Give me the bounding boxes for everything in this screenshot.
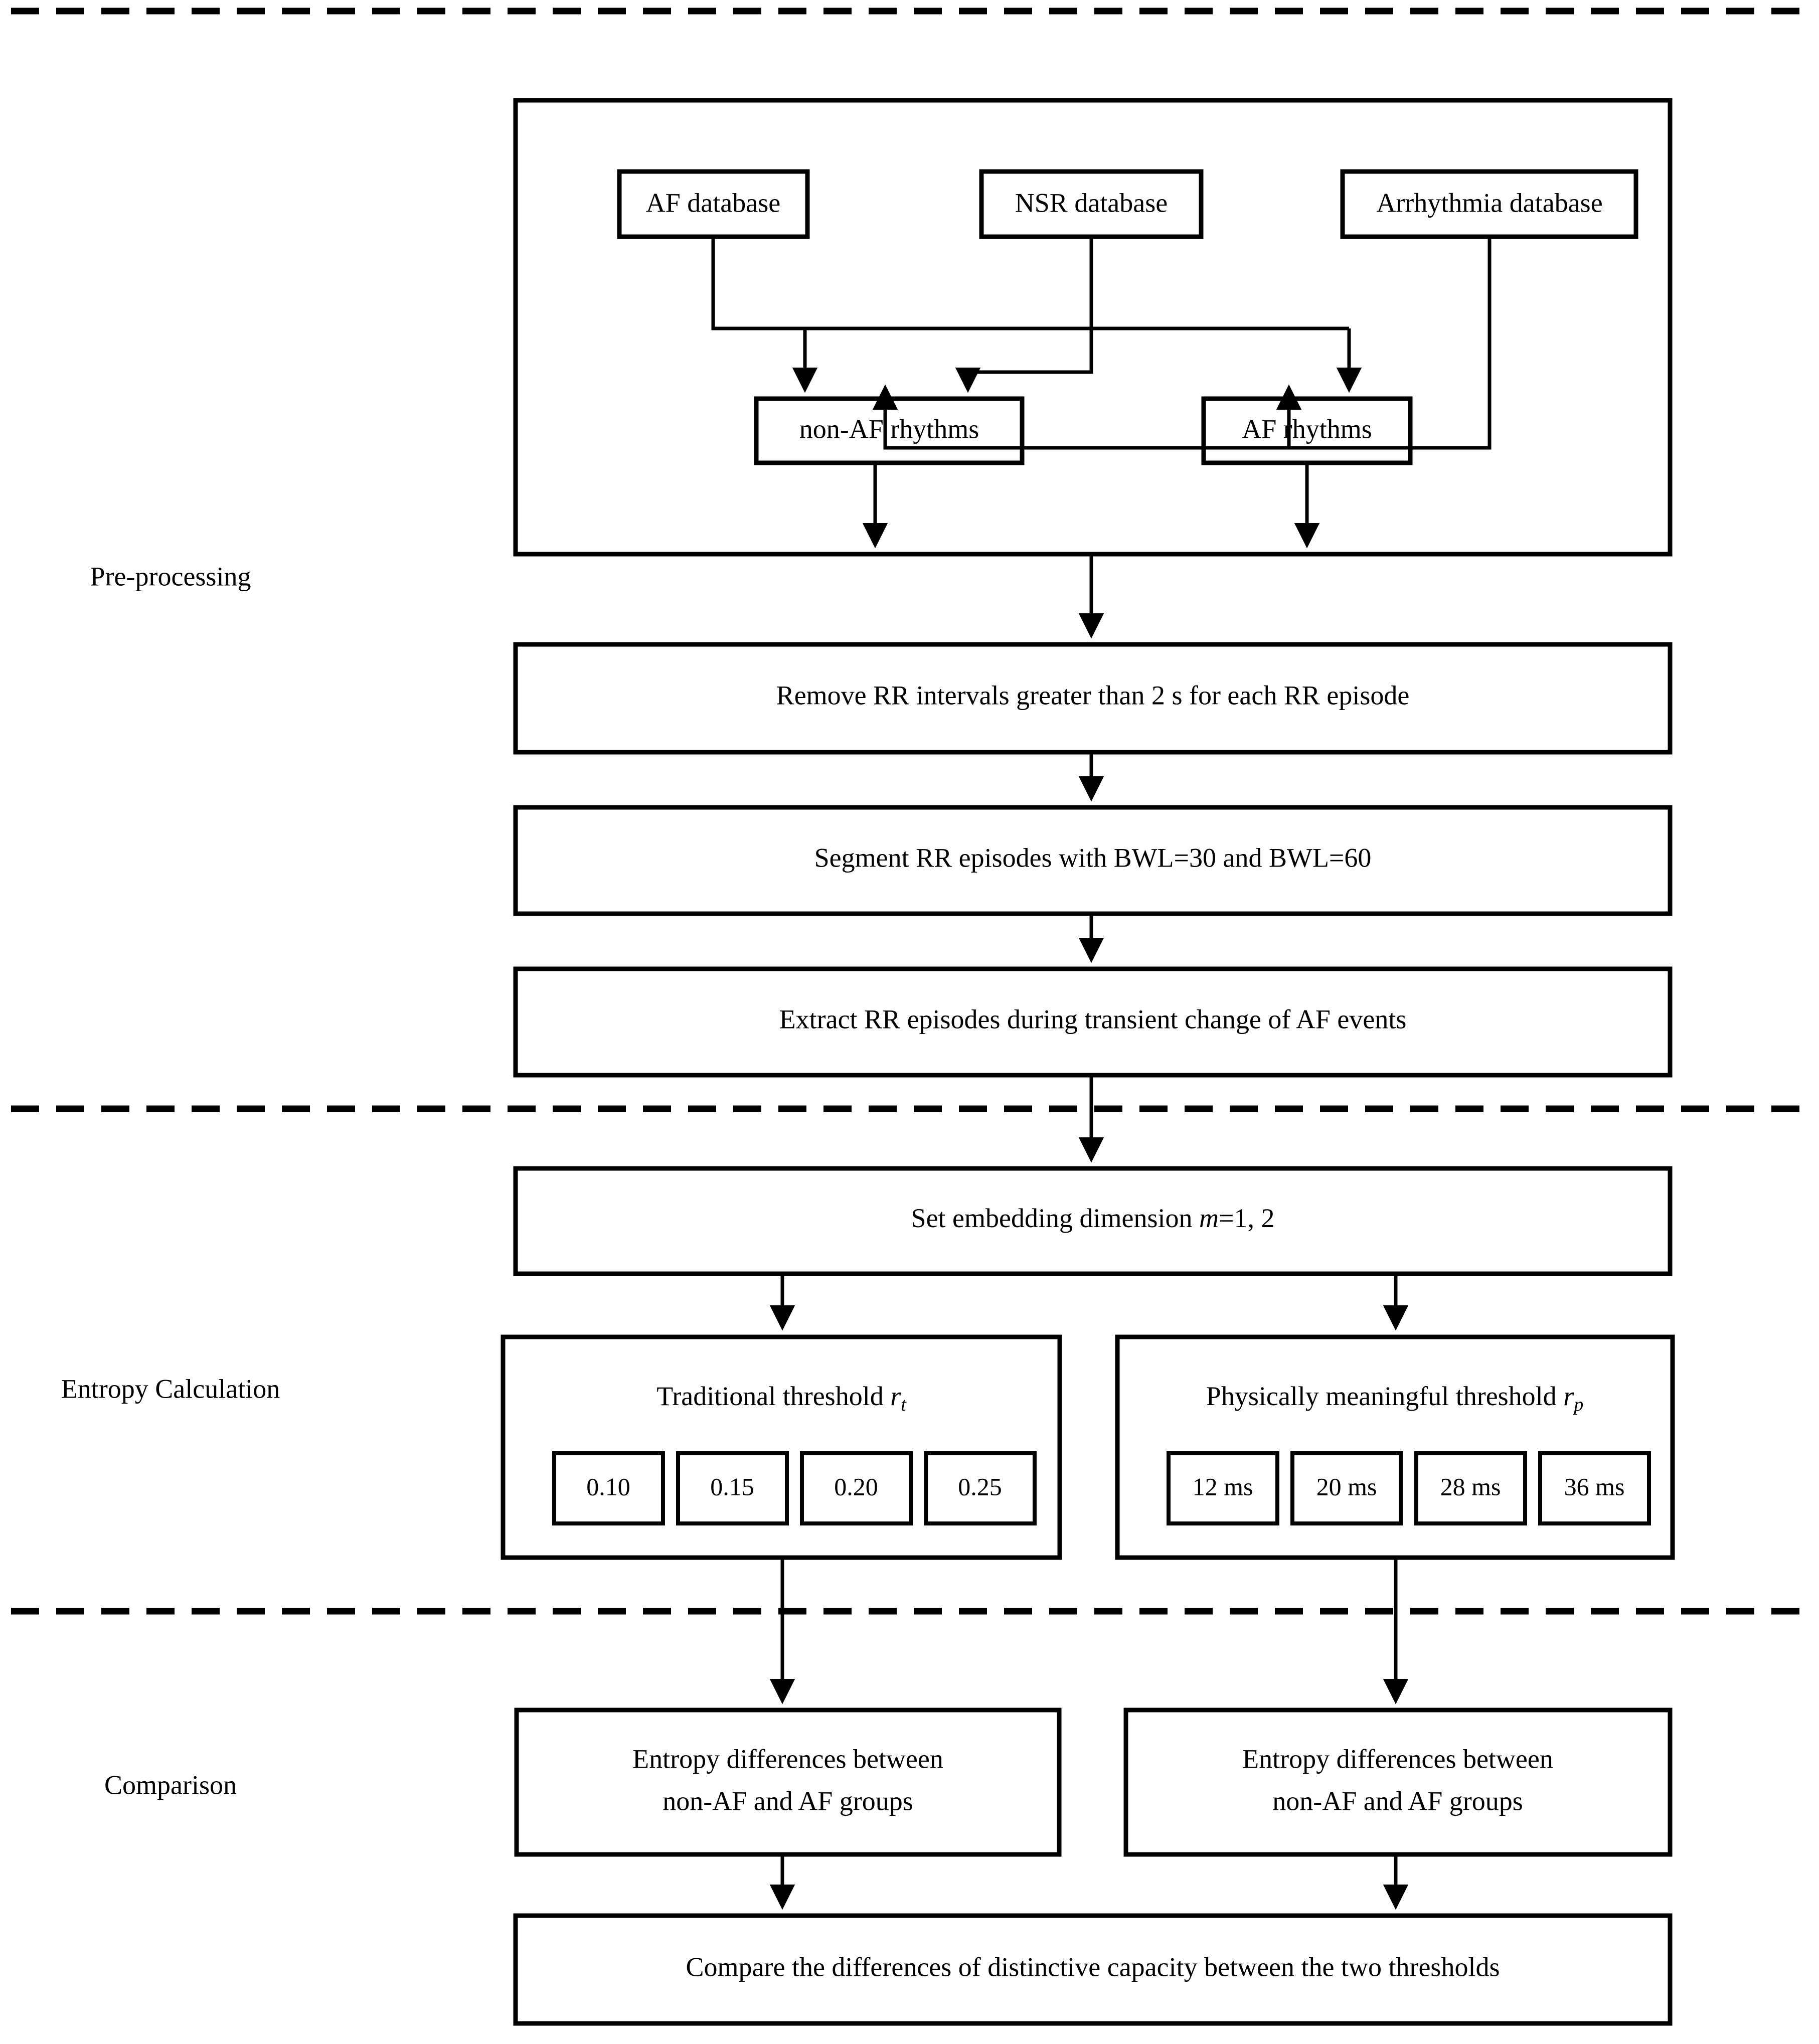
stage-label-comparison: Comparison	[104, 1770, 237, 1800]
threshold-traditional-value-3: 0.25	[958, 1472, 1002, 1500]
node-extract-rr-episodes-label: Extract RR episodes during transient cha…	[779, 1004, 1407, 1034]
node-compare-physical-line2: non-AF and AF groups	[1272, 1786, 1523, 1816]
threshold-physical-value-1: 20 ms	[1316, 1472, 1377, 1500]
node-final-compare-label: Compare the differences of distinctive c…	[686, 1952, 1500, 1982]
stage-label-entropy-calculation: Entropy Calculation	[61, 1374, 280, 1404]
embedding-symbol: m	[1199, 1203, 1219, 1233]
node-af-rhythms-label: AF rhythms	[1242, 414, 1372, 444]
connector-af-db-bus	[711, 237, 1349, 330]
threshold-traditional-subscript: t	[901, 1394, 907, 1415]
node-af-rhythms[interactable]	[1201, 396, 1413, 465]
node-remove-rr-intervals[interactable]	[513, 642, 1673, 755]
embedding-prefix: Set embedding dimension	[911, 1203, 1199, 1233]
embedding-suffix: =1, 2	[1219, 1203, 1274, 1233]
threshold-traditional-title: Traditional threshold rt	[656, 1381, 907, 1415]
node-af-database-label: AF database	[646, 188, 780, 218]
threshold-physical-symbol: r	[1563, 1381, 1574, 1411]
threshold-value-box[interactable]	[924, 1451, 1037, 1525]
node-non-af-rhythms-label: non-AF rhythms	[799, 414, 979, 444]
node-compare-physical-line1: Entropy differences between	[1242, 1744, 1553, 1774]
threshold-physical-title: Physically meaningful threshold rp	[1206, 1381, 1583, 1415]
node-set-embedding-dimension[interactable]	[513, 1166, 1673, 1276]
connector-arrhythmia-db-to-non-af	[872, 237, 1492, 450]
node-compare-traditional-line2: non-AF and AF groups	[663, 1786, 913, 1816]
connector-nsr-db-to-non-af	[955, 237, 1093, 393]
node-af-database[interactable]	[617, 169, 810, 239]
node-arrhythmia-database[interactable]	[1340, 169, 1638, 239]
threshold-value-box[interactable]	[1167, 1451, 1279, 1525]
threshold-traditional-symbol: r	[890, 1381, 901, 1411]
threshold-physical-value-0: 12 ms	[1193, 1472, 1253, 1500]
node-segment-rr-episodes[interactable]	[513, 805, 1673, 916]
threshold-value-box[interactable]	[1538, 1451, 1651, 1525]
node-compare-traditional[interactable]	[514, 1708, 1062, 1857]
node-nsr-database-label: NSR database	[1015, 188, 1168, 218]
threshold-value-box[interactable]	[1414, 1451, 1527, 1525]
threshold-physical-subscript: p	[1572, 1394, 1583, 1415]
node-segment-rr-episodes-label: Segment RR episodes with BWL=30 and BWL=…	[814, 842, 1372, 873]
threshold-value-box[interactable]	[552, 1451, 665, 1525]
threshold-traditional-value-1: 0.15	[710, 1472, 754, 1500]
stage-label-pre-processing: Pre-processing	[90, 561, 251, 591]
threshold-traditional-title-prefix: Traditional threshold	[656, 1381, 890, 1411]
threshold-traditional-value-0: 0.10	[586, 1472, 630, 1500]
node-nsr-database[interactable]	[979, 169, 1204, 239]
threshold-physical-value-2: 28 ms	[1440, 1472, 1501, 1500]
threshold-physical-title-prefix: Physically meaningful threshold	[1206, 1381, 1563, 1411]
threshold-physical-value-3: 36 ms	[1564, 1472, 1625, 1500]
node-set-embedding-dimension-label: Set embedding dimension m=1, 2	[911, 1203, 1275, 1233]
node-remove-rr-intervals-label: Remove RR intervals greater than 2 s for…	[776, 680, 1410, 710]
node-compare-physical[interactable]	[1123, 1708, 1673, 1857]
threshold-traditional-value-2: 0.20	[834, 1472, 878, 1500]
node-compare-traditional-line1: Entropy differences between	[632, 1744, 943, 1774]
threshold-value-box[interactable]	[800, 1451, 913, 1525]
node-final-compare[interactable]	[513, 1913, 1673, 2026]
threshold-value-box[interactable]	[1290, 1451, 1403, 1525]
node-arrhythmia-database-label: Arrhythmia database	[1376, 188, 1602, 218]
threshold-value-box[interactable]	[676, 1451, 789, 1525]
